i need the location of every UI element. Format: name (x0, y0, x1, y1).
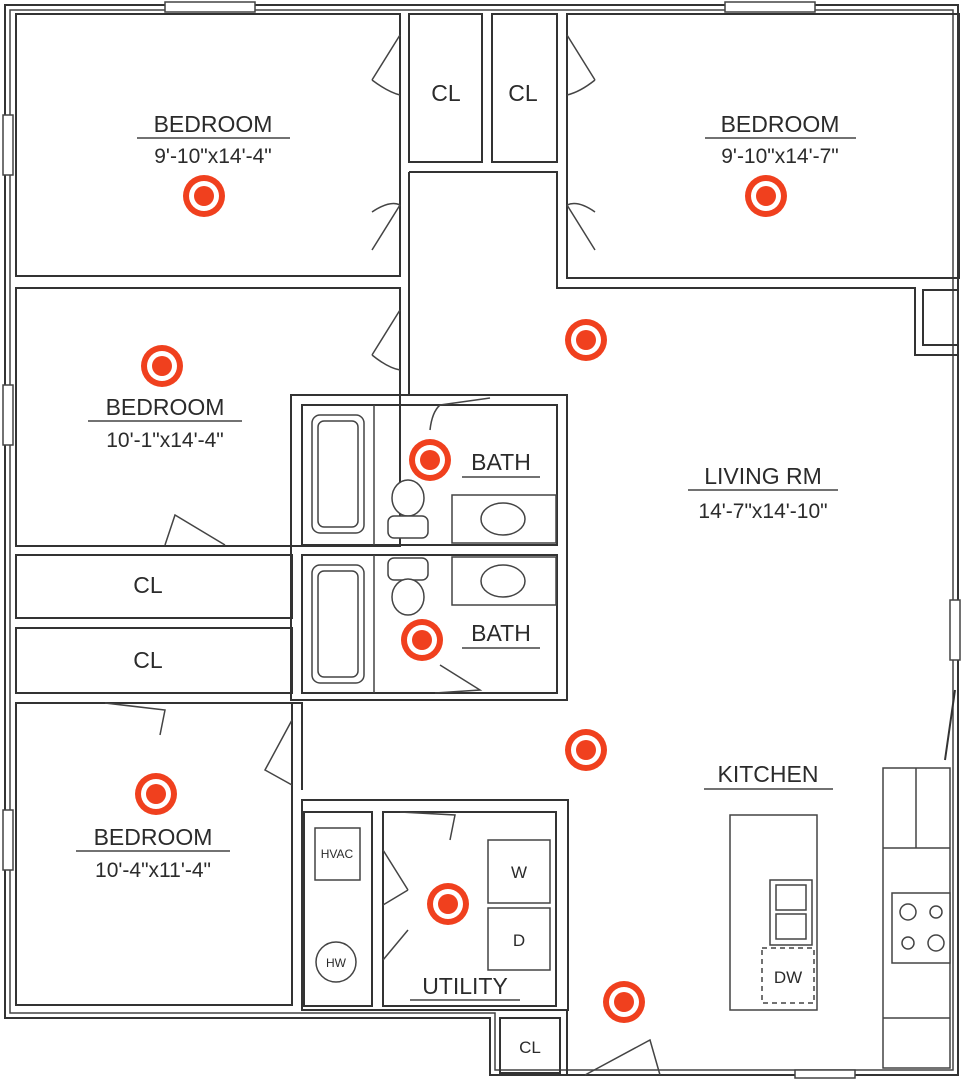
closet-label-top-2: CL (508, 80, 538, 106)
stove (891, 892, 951, 964)
window-top-right (724, 1, 816, 13)
location-marker-4 (141, 345, 183, 387)
living-room-size: 14'-7"x14'-10" (698, 500, 827, 523)
hvac-unit (314, 827, 361, 881)
location-marker-9 (427, 883, 469, 925)
bedroom-top-right-name: BEDROOM (721, 111, 840, 137)
interior-walls (15, 13, 960, 1075)
closet-label-left-1: CL (133, 572, 163, 598)
water-heater (315, 941, 357, 983)
dishwasher-label: DW (774, 968, 802, 987)
closet-label-left-2: CL (133, 647, 163, 673)
toilet-lower (391, 578, 425, 616)
bedroom-mid-left-name: BEDROOM (106, 394, 225, 420)
bedroom-mid-left-size: 10'-1"x14'-4" (106, 429, 224, 452)
location-marker-8 (135, 773, 177, 815)
window-left-2 (2, 384, 14, 446)
bedroom-top-left-name: BEDROOM (154, 111, 273, 137)
bedroom-bottom-left-size: 10'-4"x11'-4" (95, 859, 211, 882)
window-bottom (794, 1069, 856, 1079)
location-marker-6 (401, 619, 443, 661)
toilet-upper (391, 479, 425, 517)
closet-label-top-1: CL (431, 80, 461, 106)
window-right (949, 599, 961, 661)
utility-label: UTILITY (422, 973, 508, 999)
sink-upper (451, 494, 557, 544)
location-marker-7 (565, 729, 607, 771)
window-left-3 (2, 809, 14, 871)
washer-label: W (511, 863, 527, 882)
location-marker-1 (183, 175, 225, 217)
location-marker-2 (745, 175, 787, 217)
fixtures (311, 405, 951, 1069)
kitchen-sink (769, 879, 813, 946)
bedroom-top-right-size: 9'-10"x14'-7" (721, 145, 839, 168)
bathtub-upper (311, 414, 365, 534)
location-marker-10 (603, 981, 645, 1023)
bedroom-top-left-size: 9'-10"x14'-4" (154, 145, 272, 168)
washer (487, 839, 551, 904)
kitchen-label: KITCHEN (718, 761, 819, 787)
window-left-1 (2, 114, 14, 176)
living-room-name: LIVING RM (704, 463, 822, 489)
location-marker-5 (409, 439, 451, 481)
location-marker-3 (565, 319, 607, 361)
dryer-label: D (513, 931, 525, 950)
window-top-left (164, 1, 256, 13)
sink-lower (451, 556, 557, 606)
bedroom-bottom-left-name: BEDROOM (94, 824, 213, 850)
bathtub-lower (311, 564, 365, 684)
bath-lower-label: BATH (471, 620, 531, 646)
closet-label-entry: CL (519, 1038, 541, 1057)
dryer (487, 907, 551, 971)
location-markers (135, 175, 787, 1023)
water-heater-label: HW (326, 956, 347, 970)
labels: BEDROOM 9'-10"x14'-4" BEDROOM 9'-10"x14'… (76, 80, 856, 1057)
bath-upper-label: BATH (471, 449, 531, 475)
hvac-label: HVAC (321, 847, 354, 861)
doors (104, 34, 661, 1076)
